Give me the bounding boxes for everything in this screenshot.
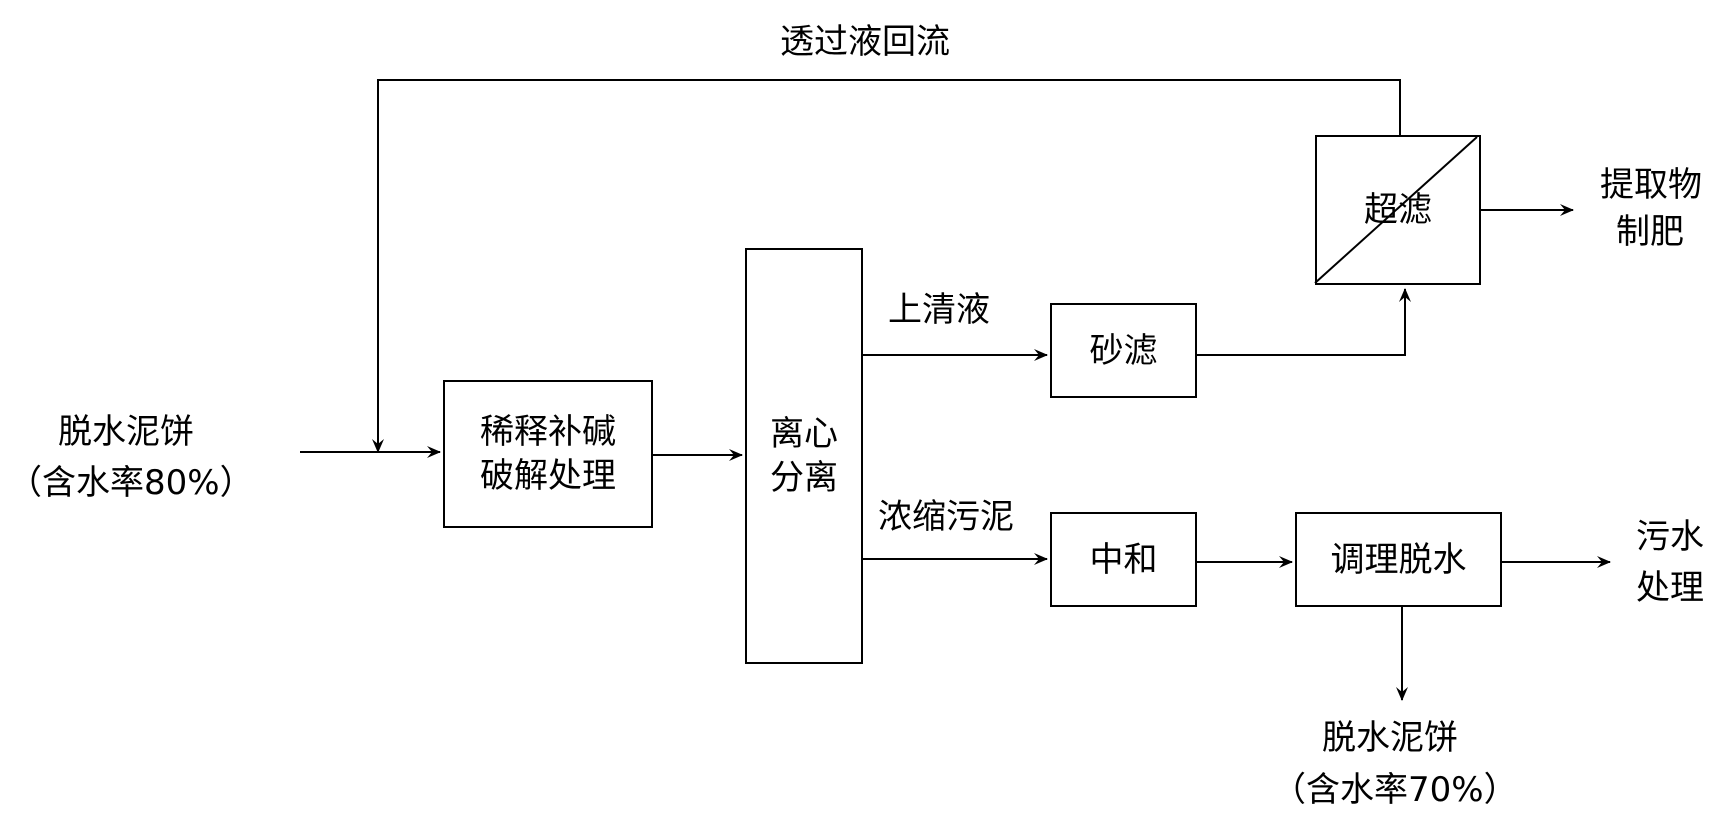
neutralize-label: 中和 [1089, 539, 1158, 580]
cake-output-line1: 脱水泥饼 [1322, 718, 1458, 758]
sewage-label-line2: 处理 [1636, 568, 1704, 608]
centrifuge-box: 离心 分离 [745, 248, 863, 664]
recycle-label: 透过液回流 [780, 22, 950, 62]
recycle-loop-line [372, 79, 1401, 453]
thickened-sludge-label: 浓缩污泥 [878, 497, 1014, 537]
sand-filter-box: 砂滤 [1050, 303, 1197, 398]
neutralize-box: 中和 [1050, 512, 1197, 607]
condition-dewater-label: 调理脱水 [1330, 539, 1467, 580]
sand-filter-label: 砂滤 [1089, 330, 1158, 371]
dilute-alkali-box: 稀释补碱 破解处理 [443, 380, 653, 528]
extract-label-line1: 提取物 [1600, 165, 1702, 205]
ultrafiltration-box: 超滤 [1315, 135, 1481, 285]
ultrafiltration-label: 超滤 [1364, 190, 1432, 230]
input-label-line2: （含水率80%） [8, 463, 254, 503]
condition-dewater-box: 调理脱水 [1295, 512, 1502, 607]
extract-label-line2: 制肥 [1616, 212, 1684, 252]
sewage-label-line1: 污水 [1636, 517, 1704, 557]
cake-output-line2: （含水率70%） [1272, 770, 1518, 810]
dilute-box-line2: 破解处理 [480, 456, 616, 496]
membrane-diagonal [1314, 136, 1478, 284]
supernatant-label: 上清液 [888, 290, 990, 330]
input-label-line1: 脱水泥饼 [58, 412, 194, 452]
centrifuge-box-line2: 分离 [770, 458, 838, 498]
dilute-box-line1: 稀释补碱 [480, 412, 616, 452]
arrow-sandfilter-to-uf [1195, 288, 1411, 356]
centrifuge-box-line1: 离心 [770, 414, 838, 454]
